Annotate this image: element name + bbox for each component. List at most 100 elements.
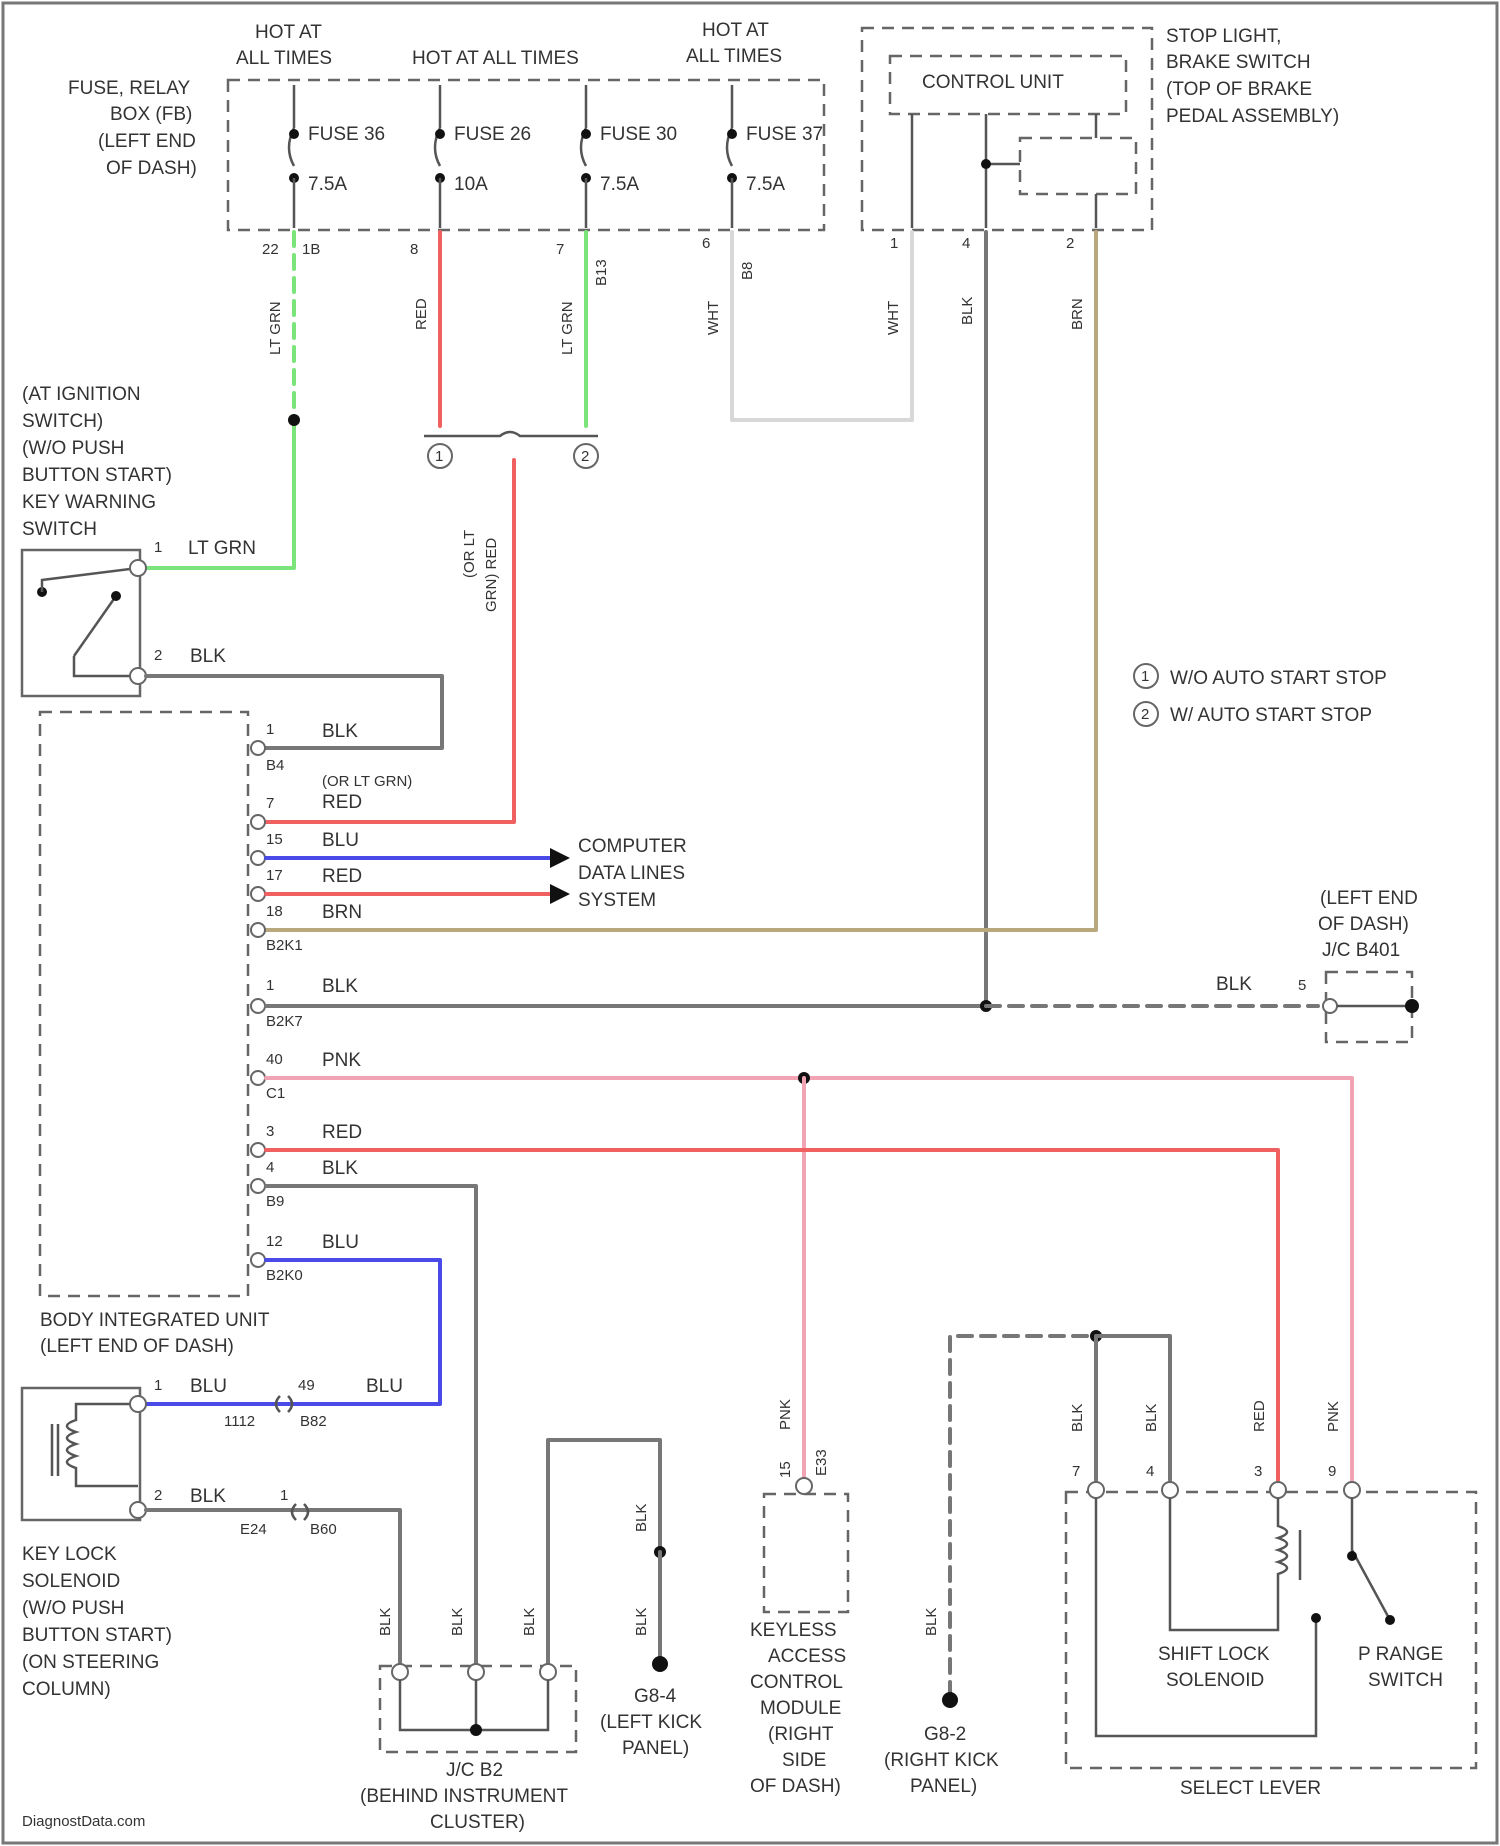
pin-f37c: B8: [739, 262, 756, 280]
p-range-2: SWITCH: [1368, 1670, 1443, 1691]
wire-label-blk-5: BLK: [322, 1158, 358, 1179]
or-lt-grn: (OR LT GRN): [322, 773, 412, 790]
wire-label-blu-4: BLU: [366, 1376, 403, 1397]
option-2: 2: [581, 448, 589, 465]
or-lt-grn-red-2: GRN) RED: [483, 538, 500, 612]
shift-lock-1: SHIFT LOCK: [1158, 1644, 1270, 1665]
key-lock-4: BUTTON START): [22, 1625, 172, 1646]
wire-label-blu-2: BLU: [322, 1232, 359, 1253]
stop-light-label-4: PEDAL ASSEMBLY): [1166, 106, 1339, 127]
fuse-26-amp: 10A: [454, 174, 488, 195]
pin-b12: 12: [266, 1233, 283, 1250]
ign-switch-2: SWITCH): [22, 411, 103, 432]
g8-2-3: PANEL): [910, 1776, 977, 1797]
computer-2: DATA LINES: [578, 863, 685, 884]
select-lever-label: SELECT LEVER: [1180, 1778, 1321, 1799]
wire-label-brn-1: BRN: [1069, 298, 1086, 330]
ground-icon: [652, 1656, 668, 1672]
pin-kam15c: E33: [813, 1449, 830, 1476]
wire-label-blk-8: BLK: [377, 1608, 394, 1636]
key-lock-2: SOLENOID: [22, 1571, 120, 1592]
pin-f30c: B13: [593, 259, 610, 286]
pin-b18c: B2K1: [266, 937, 303, 954]
fuse-26-label: FUSE 26: [454, 124, 531, 145]
jc-b2-3: CLUSTER): [430, 1812, 525, 1833]
wire-label-ltgrn-3: LT GRN: [188, 538, 256, 559]
pin-f36c: 1B: [302, 241, 320, 258]
p-range-1: P RANGE: [1358, 1644, 1443, 1665]
g8-4-2: (LEFT KICK: [600, 1712, 702, 1733]
pin-b1b: 1: [266, 977, 274, 994]
pin-ks2c: E24: [240, 1521, 267, 1538]
shift-lock-2: SOLENOID: [1166, 1670, 1264, 1691]
pin-ks1: 1: [154, 1377, 162, 1394]
fuse-box-label-2: BOX (FB): [110, 104, 192, 125]
pin-cu2: 4: [962, 235, 970, 252]
wire-label-blk-4: BLK: [322, 976, 358, 997]
pin-ks-ic: B60: [310, 1521, 337, 1538]
fuse-37-amp: 7.5A: [746, 174, 785, 195]
wire-label-brn-2: BRN: [322, 902, 362, 923]
fuse-30-label: FUSE 30: [600, 124, 677, 145]
pin-jc5: 5: [1298, 977, 1306, 994]
jc-b2-1: J/C B2: [446, 1760, 503, 1781]
jc-b401-1: (LEFT END: [1320, 888, 1418, 909]
stop-light-label-2: BRAKE SWITCH: [1166, 52, 1311, 73]
pin-f26: 8: [410, 241, 418, 258]
legend-mark-2: 2: [1141, 706, 1149, 723]
legend-1: W/O AUTO START STOP: [1170, 668, 1387, 689]
wire-label-pnk-1: PNK: [322, 1050, 361, 1071]
ign-switch-3: (W/O PUSH: [22, 438, 124, 459]
keyless-5: (RIGHT: [768, 1724, 834, 1745]
computer-3: SYSTEM: [578, 890, 656, 911]
g8-4-1: G8-4: [634, 1686, 677, 1707]
pin-cu1: 1: [890, 235, 898, 252]
pin-ks-i: 1: [280, 1487, 288, 1504]
wire-label-blk-14: BLK: [1069, 1404, 1086, 1432]
or-lt-grn-red-1: (OR LT: [461, 530, 478, 578]
fuse-box-label-3: (LEFT END: [98, 131, 196, 152]
wire-label-blk-12: BLK: [633, 1608, 650, 1636]
keyless-4: MODULE: [760, 1698, 841, 1719]
key-lock-3: (W/O PUSH: [22, 1598, 124, 1619]
wire-label-blk-7: BLK: [190, 1486, 226, 1507]
control-unit-label: CONTROL UNIT: [922, 72, 1064, 93]
pin-b1: 1: [266, 721, 274, 738]
pin-b4c: B9: [266, 1193, 284, 1210]
wire-label-blk-9: BLK: [449, 1608, 466, 1636]
ign-switch-6: SWITCH: [22, 519, 97, 540]
key-lock-1: KEY LOCK: [22, 1544, 117, 1565]
hot-label-3a: HOT AT: [702, 20, 769, 41]
wire-label-blk-3: BLK: [322, 721, 358, 742]
pin-f30: 7: [556, 241, 564, 258]
wire-label-blu-1: BLU: [322, 830, 359, 851]
wire-label-red-4: RED: [322, 1122, 362, 1143]
keyless-1: KEYLESS: [750, 1620, 837, 1641]
wire-label-blu-3: BLU: [190, 1376, 227, 1397]
keyless-2: ACCESS: [768, 1646, 846, 1667]
computer-1: COMPUTER: [578, 836, 687, 857]
wire-label-red-5: RED: [1251, 1400, 1268, 1432]
ign-switch-1: (AT IGNITION: [22, 384, 141, 405]
hot-label-1a: HOT AT: [255, 22, 322, 43]
g8-2-1: G8-2: [924, 1724, 966, 1745]
option-1: 1: [435, 448, 443, 465]
legend-mark-1: 1: [1141, 668, 1149, 685]
fuse-box-label-4: OF DASH): [106, 158, 197, 179]
hot-label-1b: ALL TIMES: [236, 48, 332, 69]
wire-label-blk-6: BLK: [1216, 974, 1252, 995]
fuse-36-label: FUSE 36: [308, 124, 385, 145]
pin-b12c: B2K0: [266, 1267, 303, 1284]
pin-b40c: C1: [266, 1085, 285, 1102]
key-lock-6: COLUMN): [22, 1679, 111, 1700]
wire-label-blk-1: BLK: [959, 297, 976, 325]
g8-4-3: PANEL): [622, 1738, 689, 1759]
pin-f36: 22: [262, 241, 279, 258]
jc-b401-2: OF DASH): [1318, 914, 1409, 935]
wire-label-ltgrn-1: LT GRN: [267, 301, 284, 355]
pin-b17: 17: [266, 867, 283, 884]
pin-ks2: 2: [154, 1487, 162, 1504]
wire-label-red-1: RED: [413, 298, 430, 330]
pin-sw1: 1: [154, 539, 162, 556]
